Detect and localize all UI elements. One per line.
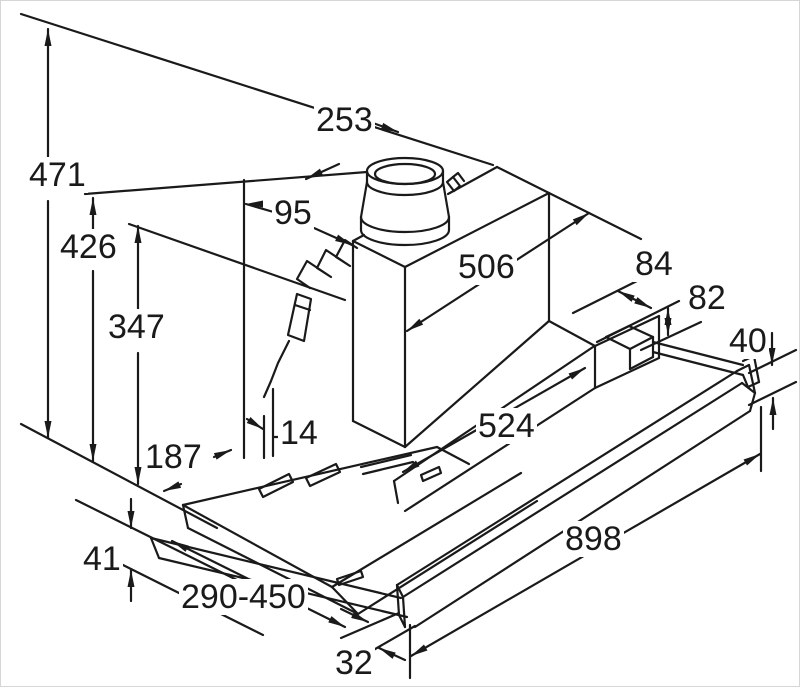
dim-label-524: 524	[476, 407, 537, 445]
dim-label-82: 82	[686, 279, 728, 317]
dim-label-347: 347	[106, 308, 167, 346]
dim-label-471: 471	[27, 156, 88, 194]
dim-label-32: 32	[333, 644, 375, 682]
dim-label-187: 187	[143, 438, 204, 476]
dim-label-41: 41	[81, 540, 123, 578]
dim-label-426: 426	[58, 228, 119, 266]
dim-label-898: 898	[563, 520, 624, 558]
dim-label-290-450: 290-450	[179, 578, 308, 616]
dim-label-253: 253	[314, 101, 375, 139]
dim-label-84: 84	[633, 245, 675, 283]
dim-label-95: 95	[272, 194, 314, 232]
dim-label-40: 40	[727, 322, 769, 360]
dim-label-14: 14	[278, 414, 320, 452]
dim-label-506: 506	[456, 248, 517, 286]
